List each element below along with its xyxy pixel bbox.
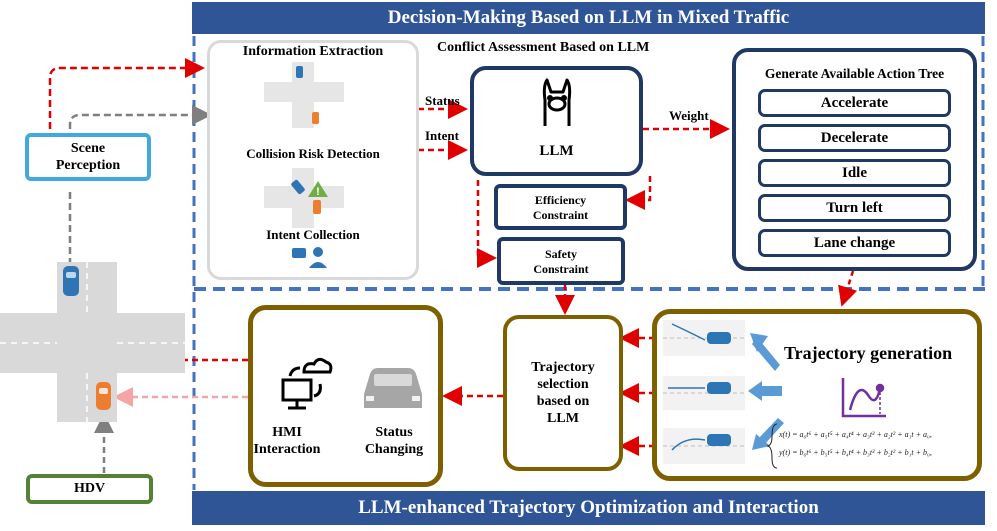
arrow-tree-to-generation — [838, 270, 858, 307]
safety-constraint-box: Safety Constraint — [497, 237, 625, 285]
selection-line1: Trajectory — [531, 360, 595, 375]
action-turn-left: Turn left — [758, 194, 951, 222]
selection-line3: based on — [536, 394, 590, 409]
arrow-llm-to-safety — [476, 180, 497, 268]
trajectory-selection-box: Trajectory selection based on LLM — [503, 315, 623, 471]
hmi-line2: Interaction — [253, 442, 321, 457]
safety-line1: Safety — [545, 247, 577, 261]
scene-perception-line1: Scene — [70, 141, 106, 156]
weight-arrow-label: Weight — [669, 108, 709, 123]
action-tree-title: Generate Available Action Tree — [764, 66, 945, 81]
llm-label: LLM — [539, 143, 574, 159]
status-changing-line1: Status — [375, 425, 413, 440]
arrow-scene-to-info — [48, 58, 205, 140]
hdv-box: HDV — [26, 474, 153, 504]
arrow-scene-to-extraction-gray — [68, 105, 212, 140]
action-idle: Idle — [758, 159, 951, 187]
intent-collection-label: Intent Collection — [266, 227, 360, 242]
hmi-label: HMI Interaction — [252, 424, 322, 458]
conflict-assessment-title: Conflict Assessment Based on LLM — [437, 40, 650, 55]
selection-line2: selection — [537, 377, 589, 392]
arrow-llm-to-efficiency — [625, 176, 652, 210]
trajectory-generation-title: Trajectory generation — [784, 343, 953, 363]
equation-y: y(t) = b₆t⁶ + b₅t⁵ + b₄t⁴ + b₃t³ + b₂t² … — [779, 448, 932, 457]
hmi-box — [248, 305, 443, 487]
hmi-line1: HMI — [272, 425, 302, 440]
action-lane-change: Lane change — [758, 229, 951, 257]
top-banner: Decision-Making Based on LLM in Mixed Tr… — [192, 2, 985, 34]
status-changing-line2: Changing — [364, 442, 424, 457]
scene-perception-box: Scene Perception — [25, 133, 151, 181]
selection-line4: LLM — [547, 411, 579, 426]
action-accelerate: Accelerate — [758, 89, 951, 117]
arrow-hmi-to-av — [80, 275, 248, 362]
intent-arrow-label: Intent — [425, 128, 459, 143]
equation-x: x(t) = a₆t⁶ + a₅t⁵ + a₄t⁴ + a₃t³ + a₂t² … — [779, 430, 932, 439]
hdv-label: HDV — [73, 481, 106, 496]
status-arrow-label: Status — [425, 93, 460, 108]
status-changing-label: Status Changing — [355, 424, 433, 458]
efficiency-constraint-box: Efficiency Constraint — [494, 184, 627, 230]
bottom-banner: LLM-enhanced Trajectory Optimization and… — [192, 491, 985, 525]
scene-perception-line2: Perception — [55, 158, 121, 173]
efficiency-line1: Efficiency — [534, 193, 587, 207]
action-decelerate: Decelerate — [758, 124, 951, 152]
safety-line2: Constraint — [533, 262, 589, 276]
collision-risk-label: Collision Risk Detection — [246, 146, 380, 161]
info-extraction-title: Information Extraction — [242, 44, 384, 59]
efficiency-line2: Constraint — [532, 208, 589, 222]
